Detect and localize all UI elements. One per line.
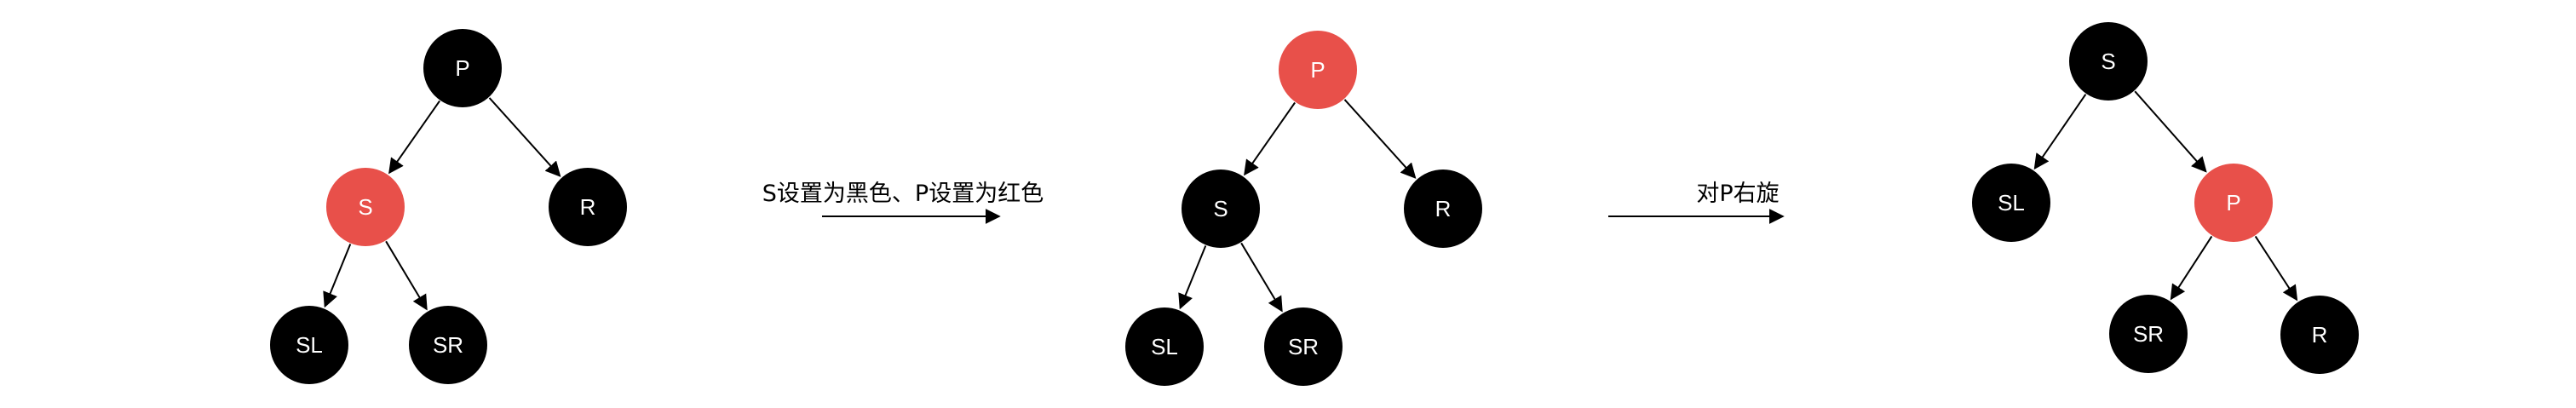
tree-recolored-edge-p-s (1244, 101, 1296, 176)
tree-rotated-edge-p-r (2254, 235, 2298, 302)
tree-before-node-s: S (326, 168, 405, 246)
tree-recolored-node-r-label: R (1435, 196, 1452, 221)
step-rotate-label: 对P右旋 (1696, 181, 1779, 207)
tree-before-node-sr-circle (409, 306, 487, 384)
tree-rotated-node-sl-circle (1972, 164, 2050, 242)
tree-recolored-edge-p-r (1343, 99, 1417, 179)
tree-recolored-node-p: P (1279, 31, 1357, 109)
tree-rotated-edge-p-sr (2170, 235, 2213, 301)
tree-rotated-edge-s-p (2134, 90, 2207, 173)
tree-before-node-sl-label: SL (296, 332, 323, 358)
step-rotate: 对P右旋 (1608, 181, 1785, 224)
tree-before-node-s-label: S (358, 194, 372, 220)
tree-recolored-node-s-label: S (1213, 196, 1228, 221)
tree-before-node-sl-circle (270, 306, 348, 384)
tree-rotated-node-p: P (2194, 164, 2273, 242)
tree-before-node-p-circle (423, 29, 502, 107)
tree-before-node-r-circle (549, 168, 627, 246)
tree-recolored-node-sl-label: SL (1151, 334, 1178, 359)
tree-rotated-node-sl: SL (1972, 164, 2050, 242)
tree-recolored-node-s-circle (1182, 170, 1260, 248)
tree-recolored-node-sr: SR (1264, 307, 1343, 386)
tree-before-node-r-label: R (580, 194, 596, 220)
tree-rotated-node-p-circle (2194, 164, 2273, 242)
tree-rotated-node-s: S (2069, 22, 2148, 101)
tree-rotated-node-r-label: R (2312, 322, 2328, 348)
tree-recolored-node-sl-circle (1125, 307, 1204, 386)
tree-rotated-node-sr-label: SR (2133, 321, 2164, 347)
tree-recolored-node-r-circle (1404, 170, 1482, 248)
edges-layer (323, 90, 2298, 313)
tree-recolored-node-p-label: P (1310, 57, 1325, 83)
tree-before-node-p: P (423, 29, 502, 107)
tree-recolored-node-s: S (1182, 170, 1260, 248)
step-recolor-label: S设置为黑色、P设置为红色 (762, 181, 1044, 207)
tree-before-edge-s-sl (323, 244, 352, 308)
tree-rotated-node-r-circle (2280, 296, 2359, 374)
tree-rotated-node-sl-label: SL (1998, 190, 2025, 215)
tree-before-edge-s-sr (385, 240, 428, 311)
tree-before-edge-p-r (488, 97, 561, 177)
tree-before-node-s-circle (326, 168, 405, 246)
tree-rotated-node-s-label: S (2101, 49, 2115, 74)
step-recolor: S设置为黑色、P设置为红色 (762, 181, 1044, 224)
tree-rotated-node-sr-circle (2109, 295, 2188, 373)
tree-recolored-node-sr-label: SR (1288, 334, 1319, 359)
tree-recolored-node-sl: SL (1125, 307, 1204, 386)
tree-before-edge-p-s (388, 100, 440, 175)
tree-recolored-node-r: R (1404, 170, 1482, 248)
tree-rotated-node-r: R (2280, 296, 2359, 374)
tree-before-node-sl: SL (270, 306, 348, 384)
tree-rotated-node-sr: SR (2109, 295, 2188, 373)
tree-before-node-sr: SR (409, 306, 487, 384)
tree-before-node-sr-label: SR (433, 332, 463, 358)
tree-before-node-p-label: P (455, 55, 469, 81)
tree-recolored-edge-s-sl (1178, 245, 1207, 310)
tree-recolored-node-p-circle (1279, 31, 1357, 109)
tree-before-node-r: R (549, 168, 627, 246)
tree-rotated-node-s-circle (2069, 22, 2148, 101)
tree-recolored-node-sr-circle (1264, 307, 1343, 386)
tree-rotated-node-p-label: P (2226, 190, 2240, 215)
tree-recolored-edge-s-sr (1240, 242, 1283, 313)
tree-rotated-edge-s-sl (2033, 94, 2087, 170)
